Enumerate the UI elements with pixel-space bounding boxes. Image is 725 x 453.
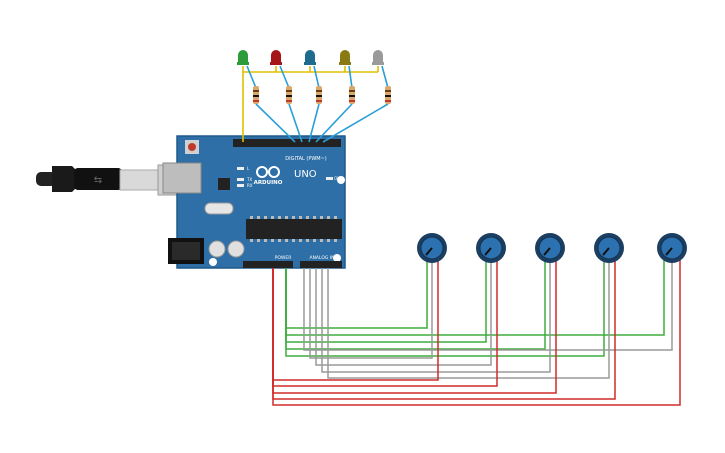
tx-label: TX [246,177,252,182]
crystal [204,202,234,215]
microcontroller-chip [246,219,342,239]
led[interactable] [372,50,384,65]
on-label: ON [334,176,340,181]
resistor [286,86,292,104]
led[interactable] [270,50,282,65]
pot-gnd-wires [285,258,665,357]
arduino-board[interactable]: L TX RX ON ARDUINO UNO DIGITAL (PWM~) PO… [162,135,346,269]
pot-5v-wires [272,258,681,406]
potentiometer[interactable] [417,233,447,263]
led-signal-wires [246,65,389,143]
pot-signal-wires [303,262,673,379]
potentiometer[interactable] [657,233,687,263]
l-label: L [247,166,250,171]
rx-led [237,184,244,187]
svg-text:⇆: ⇆ [94,175,102,186]
mounting-hole [337,176,345,184]
analog-label: ANALOG IN [309,255,334,261]
potentiometer[interactable] [535,233,565,263]
led[interactable] [304,50,316,65]
capacitor [227,240,245,258]
resistors [253,86,391,104]
led[interactable] [339,50,351,65]
arduino-logo-text: ARDUINO [254,180,283,186]
potentiometer[interactable] [476,233,506,263]
led-ground-wires [242,66,379,142]
board-model: UNO [294,169,317,180]
l-led [237,167,244,170]
resistor [316,86,322,104]
mounting-hole [209,258,217,266]
power-label: POWER [275,255,292,261]
resistor [385,86,391,104]
usb-chip [218,178,230,190]
resistor [349,86,355,104]
rx-label: RX [247,183,253,188]
potentiometer[interactable] [594,233,624,263]
leds [237,50,384,65]
digital-header[interactable] [233,139,341,147]
potentiometers [417,233,687,263]
usb-jack [162,162,202,194]
mounting-hole [333,254,341,262]
on-led [326,177,333,180]
digital-header-label: DIGITAL (PWM~) [285,156,327,162]
power-header[interactable] [243,261,293,268]
resistor [253,86,259,104]
led[interactable] [237,50,249,65]
arduino-logo-icon [256,166,280,178]
capacitor [208,240,226,258]
analog-header[interactable] [300,261,342,268]
tx-led [237,178,244,181]
reset-button-cap[interactable] [188,143,196,151]
